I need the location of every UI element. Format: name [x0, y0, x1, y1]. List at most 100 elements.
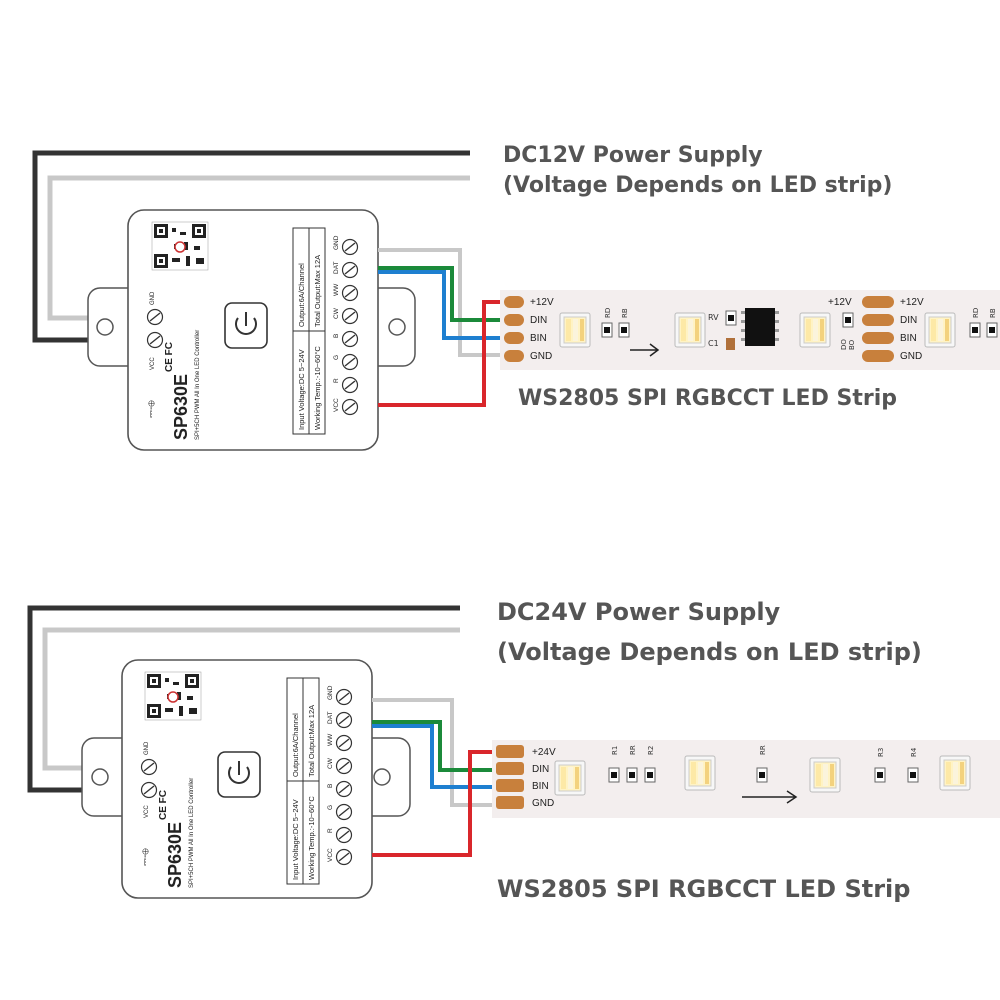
screw-terminal — [335, 757, 353, 775]
wire-bin-blue — [372, 724, 500, 789]
component-label: R3 — [877, 748, 885, 757]
spec-total-output: Total Output:Max 12A — [313, 255, 322, 327]
resistor — [725, 310, 737, 326]
screw-terminal — [335, 688, 353, 706]
spec-input-voltage: Input Voltage:DC 5~24V — [291, 799, 300, 880]
terminal-label-r: R — [333, 378, 340, 383]
wire-power-gnd-gray — [42, 627, 460, 771]
strip-pad-label: BIN — [532, 781, 549, 792]
terminal-label-cw: CW — [333, 307, 340, 319]
resistor — [608, 767, 620, 783]
resistor — [842, 312, 854, 328]
component-label: RB — [621, 308, 629, 318]
strip-pad-label: +24V — [532, 747, 556, 758]
controller-subtitle: SPI+5CH PWM All In One LED Controller — [195, 330, 201, 440]
wire-power-vcc-black — [32, 150, 470, 343]
screw-terminal-vcc — [146, 331, 164, 349]
wire-power-gnd-gray — [47, 175, 470, 321]
led-chip — [924, 312, 956, 348]
component-label: R2 — [647, 746, 655, 755]
strip-pad-label: +12V — [828, 297, 852, 308]
resistor — [601, 322, 613, 338]
terminal-label-b: B — [327, 784, 334, 788]
led-chip — [939, 755, 971, 791]
screw-terminal — [341, 330, 359, 348]
strip-pad-label: GND — [900, 351, 922, 362]
terminal-label-dat: DAT — [327, 711, 334, 724]
cert-marks: CE FC — [158, 790, 169, 820]
data-direction-arrow-icon — [630, 343, 660, 357]
screw-terminal-gnd — [140, 758, 158, 776]
controller-subtitle: SPI+5CH PWM All In One LED Controller — [189, 778, 195, 888]
spec-working-temp: Working Temp.:-10~60°C — [307, 796, 316, 880]
dc-symbol-icon: ⎓-⊕ — [146, 400, 157, 418]
component-label: R4 — [910, 747, 918, 757]
power-supply-title: DC24V Power Supply — [497, 598, 781, 626]
led-chip — [559, 312, 591, 348]
power-supply-title: DC12V Power Supply — [503, 143, 763, 168]
screw-terminal-gnd — [146, 308, 164, 326]
terminal-label-dat: DAT — [333, 261, 340, 274]
terminal-label-gnd: GND — [333, 235, 340, 250]
power-terminal-label-gnd: GND — [150, 291, 156, 305]
screw-terminal — [341, 238, 359, 256]
strip-label: WS2805 SPI RGBCCT LED Strip — [518, 386, 897, 411]
power-terminal-label-vcc: VCC — [150, 357, 156, 370]
power-button-icon — [217, 751, 261, 798]
strip-pad-label: +12V — [900, 297, 924, 308]
qr-code-icon — [144, 671, 202, 721]
strip-pad-label: GND — [530, 351, 552, 362]
strip-pad-label: DIN — [530, 315, 547, 326]
wire-power-vcc-black — [27, 605, 460, 793]
screw-terminal — [335, 734, 353, 752]
qr-code-icon — [151, 221, 209, 271]
diagram-top: SP630E SPI+5CH PWM All In One LED Contro… — [32, 143, 1000, 451]
component-label: DO — [840, 339, 848, 350]
resistor — [907, 767, 919, 783]
screw-terminal — [341, 353, 359, 371]
strip-pad-label: BIN — [530, 333, 547, 344]
screw-terminal — [341, 376, 359, 394]
terminal-label-ww: WW — [327, 733, 334, 746]
resistor — [618, 322, 630, 338]
screw-terminal — [341, 284, 359, 302]
screw-terminal — [341, 261, 359, 279]
component-label: C1 — [708, 339, 719, 348]
terminal-label-gnd: GND — [327, 685, 334, 700]
terminal-label-ww: WW — [333, 283, 340, 296]
terminal-label-b: B — [333, 334, 340, 338]
strip-label: WS2805 SPI RGBCCT LED Strip — [497, 875, 910, 903]
led-strip-top: +12V DIN BIN GND RD RB RV C1 DO BO — [500, 290, 1000, 370]
resistor — [874, 767, 886, 783]
cert-marks: CE FC — [164, 342, 175, 372]
ic-chip — [741, 308, 779, 346]
component-label: R1 — [611, 746, 619, 755]
component-label: RD — [972, 308, 980, 318]
led-chip — [684, 755, 716, 791]
led-chip — [799, 312, 831, 348]
wire-gnd-gray — [372, 698, 500, 807]
screw-terminal — [335, 848, 353, 866]
wire-vcc-red — [378, 300, 512, 407]
controller-bottom: SP630E SPI+5CH PWM All In One LED Contro… — [81, 659, 411, 899]
controller-top: SP630E SPI+5CH PWM All In One LED Contro… — [87, 209, 416, 451]
power-button-icon — [224, 302, 268, 349]
component-label: RR — [629, 745, 637, 755]
wire-vcc-red — [372, 750, 500, 857]
component-label: BO — [848, 339, 856, 350]
led-strip-bottom: +24V DIN BIN GND R1 RR R2 RR R3 R4 — [492, 740, 1000, 818]
resistor — [756, 767, 768, 783]
resistor — [644, 767, 656, 783]
terminal-label-cw: CW — [327, 757, 334, 769]
resistor — [626, 767, 638, 783]
terminal-label-vcc: VCC — [327, 848, 334, 862]
screw-terminal — [335, 780, 353, 798]
spec-total-output: Total Output:Max 12A — [307, 705, 316, 777]
capacitor — [726, 338, 735, 350]
resistor — [986, 322, 998, 338]
component-label: RV — [708, 313, 719, 322]
screw-terminal — [341, 307, 359, 325]
led-chip — [809, 757, 841, 793]
power-supply-note: (Voltage Depends on LED strip) — [503, 173, 892, 198]
